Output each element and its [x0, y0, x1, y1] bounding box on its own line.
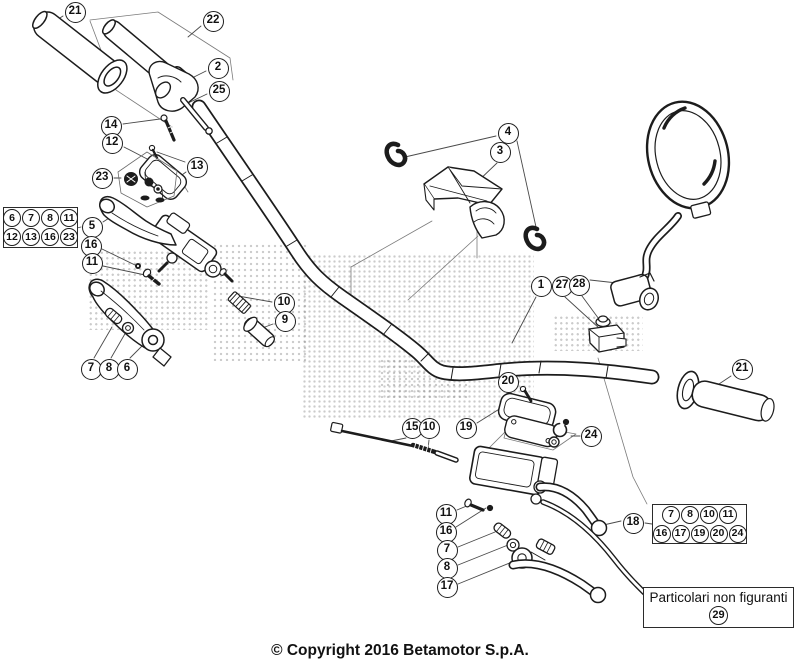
part-detail-23	[117, 151, 178, 208]
legend-callout-11[interactable]: 11	[719, 505, 737, 524]
part-nut-8	[121, 321, 135, 335]
part-mirror	[640, 100, 731, 283]
callout-3[interactable]: 3	[489, 141, 511, 163]
part-sleeve-9	[243, 316, 275, 348]
legend-callout-7[interactable]: 7	[22, 209, 40, 227]
callout-23[interactable]: 23	[91, 167, 113, 189]
legend-callout-8[interactable]: 8	[41, 209, 59, 227]
legend-callout-8[interactable]: 8	[681, 505, 699, 524]
part-plunger-7	[104, 307, 123, 325]
part-brake-master-body	[469, 445, 559, 505]
legend-callout-23[interactable]: 23	[60, 228, 78, 246]
callout-20[interactable]: 20	[497, 371, 519, 393]
callout-16[interactable]: 16	[80, 235, 102, 257]
callout-21[interactable]: 21	[64, 1, 86, 23]
legend-callout-7[interactable]: 7	[662, 505, 680, 524]
callout-22[interactable]: 22	[202, 10, 224, 32]
note-box-title: Particolari non figuranti	[649, 590, 788, 605]
part-switch	[588, 315, 627, 353]
legend-callout-6[interactable]: 6	[3, 209, 21, 227]
callout-10[interactable]: 10	[418, 417, 440, 439]
part-cable-hook-right	[523, 225, 547, 252]
part-handlebar	[191, 99, 660, 385]
legend-callout-16[interactable]: 16	[41, 228, 59, 246]
legend-callout-10[interactable]: 10	[700, 505, 718, 524]
part-mount-bolt-15-10	[330, 421, 459, 463]
callout-28[interactable]: 28	[568, 274, 590, 296]
callout-16[interactable]: 16	[435, 521, 457, 543]
part-brake-lever	[535, 482, 608, 537]
legend-callout-20[interactable]: 20	[709, 524, 728, 543]
callout-4[interactable]: 4	[497, 122, 519, 144]
part-spare-clutch-lever	[88, 278, 172, 367]
callout-1[interactable]: 1	[530, 275, 552, 297]
note-box-callout-29[interactable]: 29	[709, 606, 728, 625]
part-adjuster-10	[219, 268, 251, 314]
legend-callout-17[interactable]: 17	[671, 524, 690, 543]
part-mirror-clamp	[610, 272, 660, 311]
legend-callout-19[interactable]: 19	[690, 524, 709, 543]
legend-callout-24[interactable]: 24	[728, 524, 747, 543]
part-washer-8b	[506, 538, 520, 552]
callout-18[interactable]: 18	[622, 512, 644, 534]
part-right-grip	[676, 370, 775, 422]
part-screw-14	[160, 114, 176, 142]
part-throttle-housing	[148, 60, 199, 112]
note-box: Particolari non figuranti 29	[643, 587, 794, 628]
part-left-grip	[31, 10, 128, 94]
part-plunger-7b	[493, 522, 512, 539]
part-throttle-cable	[180, 97, 213, 135]
legend-callout-16[interactable]: 16	[652, 524, 671, 543]
copyright-text: © Copyright 2016 Betamotor S.p.A.	[271, 642, 529, 659]
callout-9[interactable]: 9	[274, 310, 296, 332]
callout-17[interactable]: 17	[436, 576, 458, 598]
part-screw-11b	[464, 498, 494, 512]
legend-callout-12[interactable]: 12	[3, 228, 21, 246]
legend-callout-11[interactable]: 11	[60, 209, 78, 227]
callout-24[interactable]: 24	[580, 425, 602, 447]
callout-8[interactable]: 8	[436, 557, 458, 579]
legend-callout-13[interactable]: 13	[22, 228, 40, 246]
watermark-dots	[302, 254, 534, 420]
part-screw-11	[142, 268, 161, 286]
part-bar-pad-clamp	[423, 166, 505, 239]
callout-11[interactable]: 11	[81, 252, 103, 274]
callout-6[interactable]: 6	[116, 358, 138, 380]
part-clutch-lever	[98, 196, 177, 246]
part-nut-16	[135, 263, 141, 269]
part-spare-brake-lever	[508, 538, 607, 604]
callout-21[interactable]: 21	[731, 358, 753, 380]
callout-13[interactable]: 13	[186, 156, 208, 178]
part-seal-kit-24	[548, 418, 570, 448]
part-cable-hook-left	[384, 141, 408, 168]
part-clutch-master	[150, 212, 222, 278]
callout-2[interactable]: 2	[207, 57, 229, 79]
callout-25[interactable]: 25	[208, 80, 230, 102]
callout-12[interactable]: 12	[101, 132, 123, 154]
callout-19[interactable]: 19	[455, 417, 477, 439]
callout-5[interactable]: 5	[81, 216, 103, 238]
